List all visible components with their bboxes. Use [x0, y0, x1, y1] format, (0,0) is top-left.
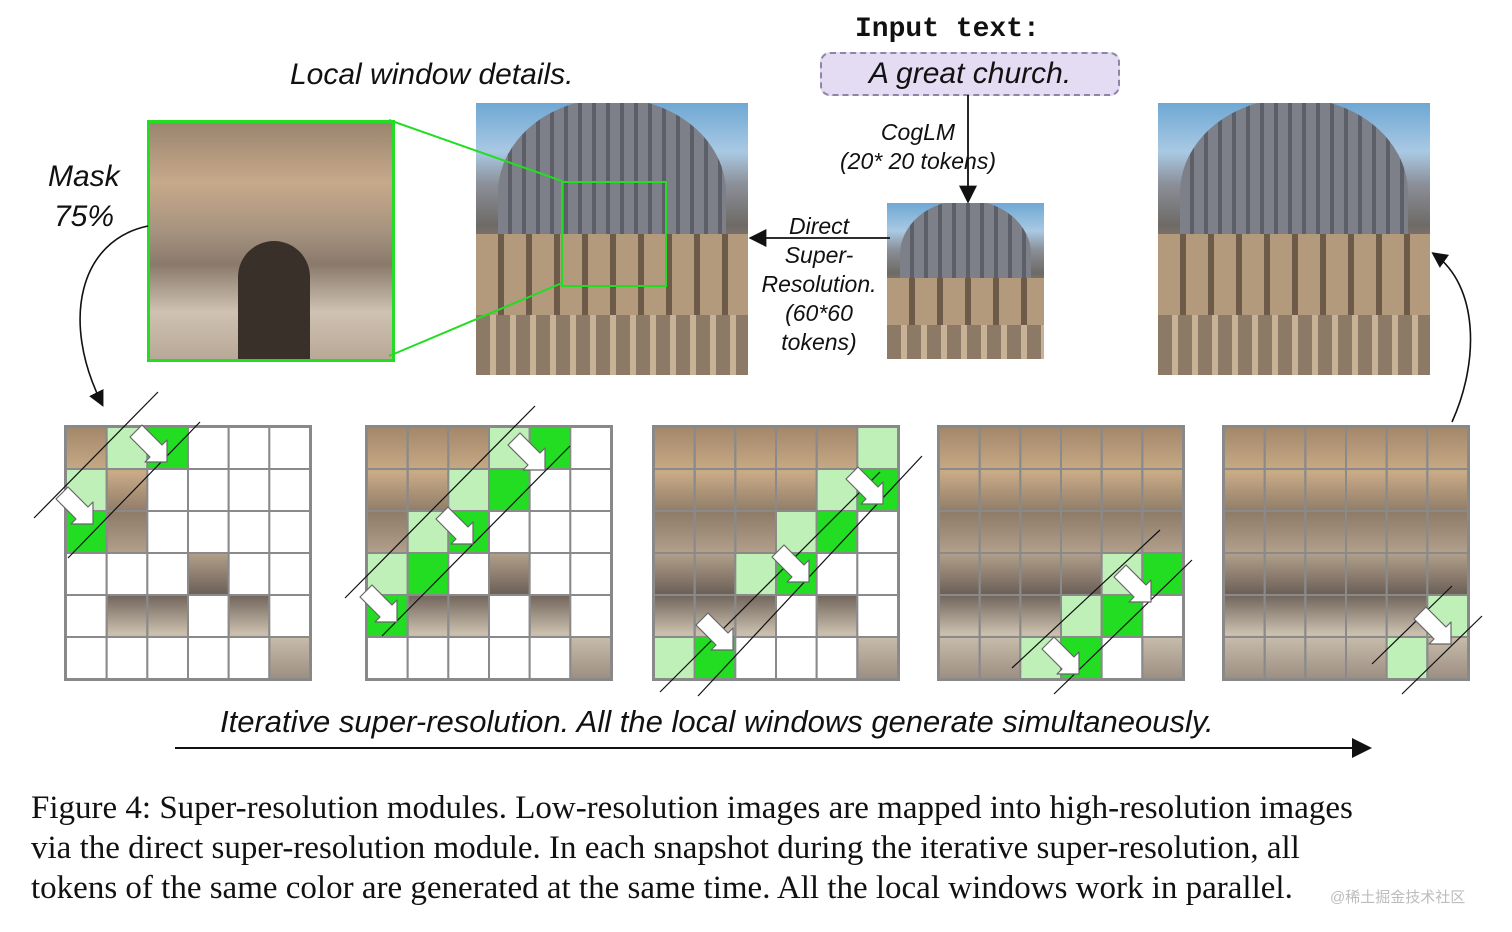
facade-base-shape: [887, 324, 1044, 359]
zoomed-window-image: [147, 120, 395, 362]
token-cell-masked: [815, 636, 859, 680]
token-cell-masked: [569, 426, 612, 470]
diagonal-line: [1401, 615, 1483, 695]
prompt-text: A great church.: [868, 57, 1072, 90]
token-cell-masked: [569, 468, 612, 512]
figure-caption-line-1: Figure 4: Super-resolution modules. Low-…: [31, 790, 1353, 826]
token-cell-masked: [856, 552, 899, 596]
figure-caption-line-3: tokens of the same color are generated a…: [31, 870, 1293, 906]
token-cell-masked: [366, 636, 409, 680]
diagonal-arrow-icon: [1041, 636, 1080, 675]
token-cell-masked: [146, 552, 190, 596]
snapshot-grid-1: [64, 425, 312, 681]
final-church-image: [1158, 103, 1430, 375]
diagonal-arrow-icon: [359, 584, 398, 623]
zoom-connector-bottom: [388, 282, 563, 357]
local-window-box: [561, 181, 667, 287]
zoomed-arch: [238, 241, 310, 359]
coglm-line-2: (20* 20 tokens): [840, 148, 996, 174]
token-cell-masked: [187, 468, 230, 512]
token-cell-masked: [227, 552, 271, 596]
diagonal-arrow-icon: [507, 432, 546, 471]
diagonal-arrow-icon: [435, 506, 474, 545]
diagonal-line: [1371, 585, 1453, 665]
token-cell-masked: [569, 510, 612, 554]
token-cell-masked: [227, 468, 271, 512]
direct-sr-label: Direct Super- Resolution. (60*60 tokens): [752, 212, 886, 357]
token-cell-masked: [1100, 636, 1144, 680]
prompt-box: A great church.: [820, 52, 1120, 96]
snapshot-grid-5: [1222, 425, 1470, 681]
diagonal-line: [344, 405, 536, 599]
token-cell-masked: [268, 552, 311, 596]
coglm-label: CogLM (20* 20 tokens): [838, 118, 998, 176]
input-text-title: Input text:: [855, 14, 1040, 45]
token-cell-masked: [775, 636, 818, 680]
diagonal-line: [67, 421, 201, 559]
direct-sr-line-3: Resolution.: [761, 271, 877, 297]
token-cell-masked: [447, 636, 491, 680]
token-cell-dark-green: [406, 552, 450, 596]
final-output-arrow: [1431, 252, 1472, 423]
token-cell-masked: [105, 552, 149, 596]
direct-sr-line-4: (60*60: [785, 300, 853, 326]
token-cell-light-green: [1385, 636, 1429, 680]
diagonal-arrow-icon: [129, 424, 168, 463]
high-res-church-image: [476, 103, 748, 375]
token-cell-masked: [187, 594, 230, 638]
direct-sr-line-2: Super-: [784, 242, 854, 268]
token-cell-masked: [488, 594, 531, 638]
diagonal-line: [1011, 529, 1161, 669]
figure-caption-line-2: via the direct super-resolution module. …: [31, 830, 1300, 866]
grid-cells: [938, 426, 1184, 680]
token-cell-masked: [146, 468, 190, 512]
token-cell-masked: [815, 552, 859, 596]
token-cell-masked: [65, 552, 108, 596]
facade-base-shape: [476, 315, 748, 375]
iterative-label: Iterative super-resolution. All the loca…: [220, 704, 1214, 739]
mask-arrow: [79, 225, 149, 407]
diagonal-line: [697, 455, 923, 697]
token-cell-masked: [856, 594, 899, 638]
diagonal-line: [33, 391, 159, 519]
diagonal-arrow-icon: [771, 544, 810, 583]
token-cell-masked: [528, 468, 572, 512]
grid-cells: [65, 426, 311, 680]
zoom-connector-top: [388, 119, 563, 182]
token-cell-masked: [569, 552, 612, 596]
diagonal-arrow-icon: [1113, 564, 1152, 603]
mask-percent-label: 75%: [54, 200, 115, 233]
diagonal-line: [381, 445, 571, 637]
coglm-line-1: CogLM: [880, 119, 956, 145]
low-res-church-image: [887, 203, 1044, 359]
token-cell-masked: [146, 636, 190, 680]
diagonal-line: [659, 471, 881, 693]
local-window-label: Local window details.: [290, 58, 574, 91]
snapshot-grid-4: [937, 425, 1185, 681]
diagonal-arrow-icon: [845, 466, 884, 505]
token-cell-masked: [227, 426, 271, 470]
diagonal-arrow-icon: [1413, 606, 1452, 645]
diagonal-arrow-icon: [55, 486, 94, 525]
direct-sr-line-1: Direct: [788, 213, 850, 239]
watermark: @稀土掘金技术社区: [1330, 889, 1466, 906]
facade-base-shape: [1158, 315, 1430, 375]
mask-label: Mask: [48, 160, 120, 193]
token-cell-light-green: [447, 468, 491, 512]
diagonal-arrow-icon: [695, 612, 734, 651]
direct-sr-line-5: tokens): [781, 329, 857, 355]
